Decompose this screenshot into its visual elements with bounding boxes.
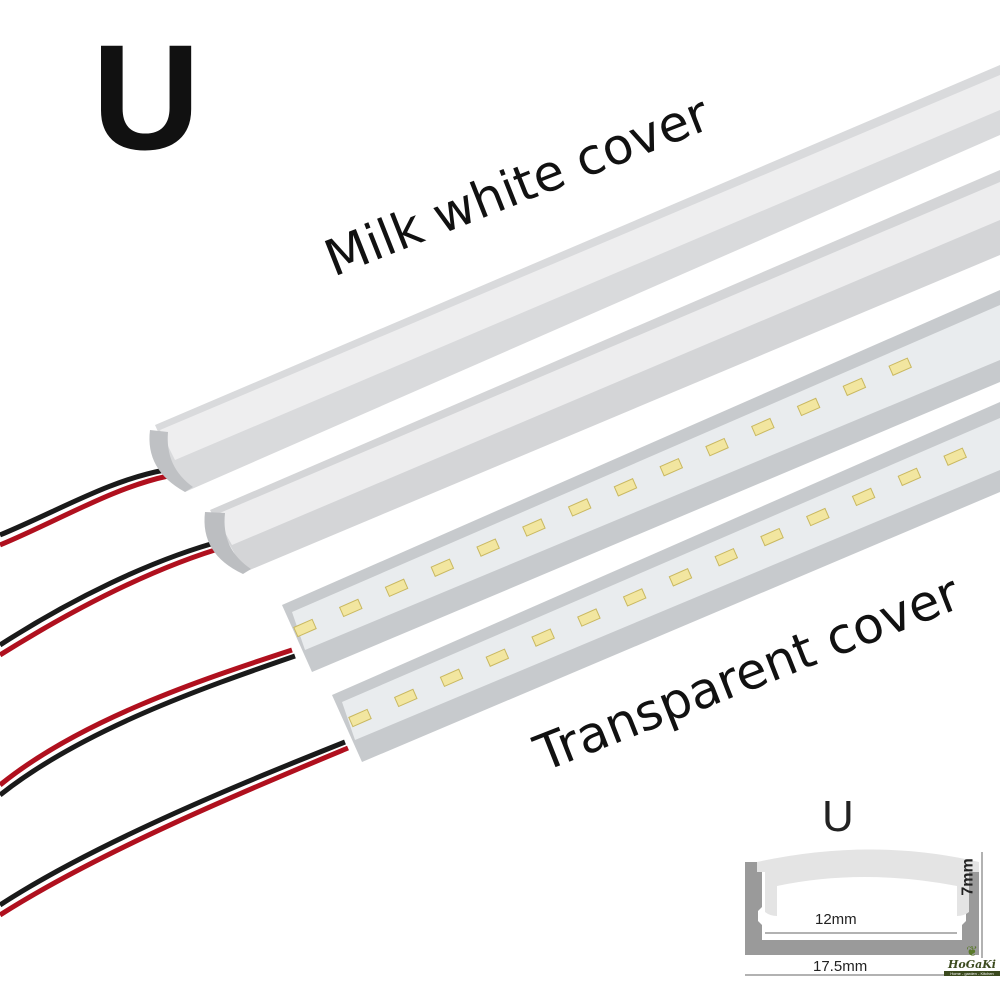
led-chip: [384, 578, 409, 598]
led-chip: [531, 628, 555, 647]
led-chip: [806, 507, 830, 527]
led-chip: [622, 588, 647, 607]
led-chip: [888, 357, 913, 376]
profile-type-title: U: [92, 13, 201, 181]
led-chip: [485, 648, 510, 667]
brand-logo: ❦ HoGaKi Home - garden - Kitchen: [944, 944, 1000, 976]
height-label: 7mm: [959, 858, 977, 896]
leaf-icon: ❦: [966, 943, 978, 959]
bar-milk-1: [149, 65, 1000, 492]
led-chip: [567, 498, 592, 517]
wires: [0, 467, 349, 918]
led-chip: [430, 558, 455, 577]
led-chip: [338, 598, 363, 618]
led-chip: [522, 518, 546, 537]
led-chip: [659, 457, 684, 477]
inner-width-label: 12mm: [815, 911, 857, 928]
profile-diagram: [745, 849, 983, 976]
led-chip: [393, 688, 418, 708]
logo-name: HoGaKi: [948, 958, 996, 971]
led-chip: [577, 608, 601, 627]
bar-transparent-2: [332, 402, 1000, 762]
led-chip: [796, 397, 821, 417]
bar-milk-2: [204, 170, 1000, 574]
led-chip: [348, 708, 372, 728]
led-chip: [293, 618, 317, 638]
logo-tagline: Home - garden - Kitchen: [944, 971, 1000, 976]
diagram-profile-label: U: [822, 792, 854, 841]
led-chip: [613, 478, 638, 497]
led-chip: [897, 467, 922, 487]
led-chip: [476, 538, 500, 557]
led-chip: [943, 447, 968, 466]
led-chip: [668, 568, 693, 587]
led-chip: [705, 437, 729, 457]
outer-width-label: 17.5mm: [813, 958, 868, 975]
bar-transparent-1: [282, 290, 1000, 672]
led-chip: [714, 547, 739, 567]
led-chip: [760, 527, 784, 547]
led-chip: [751, 417, 775, 437]
led-chip: [842, 377, 867, 397]
led-chip: [851, 487, 876, 507]
led-chip: [439, 668, 464, 688]
